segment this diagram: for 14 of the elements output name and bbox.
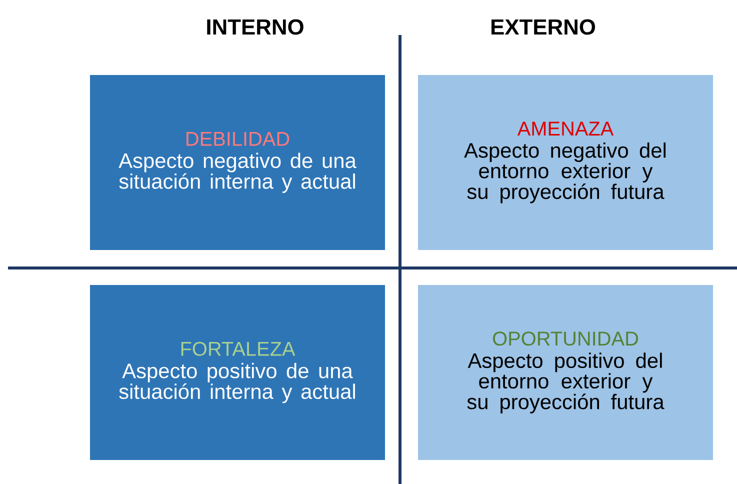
column-heading: EXTERNO	[492, 19, 596, 35]
quadrant-box	[90, 285, 385, 460]
node-label: Aspecto negativo de una situación interna y actual	[118, 152, 356, 193]
node-label: Aspecto positivo de una situación interna y actual	[119, 362, 355, 404]
quadrant-box	[418, 75, 713, 250]
node-label: FORTALEZA	[181, 342, 296, 356]
column-heading: INTERNO	[207, 19, 304, 35]
node-label: Aspecto positivo del entorno exterior y su proyección futura	[467, 352, 664, 414]
quadrant-box	[418, 285, 713, 460]
node-label: Aspecto negativo del entorno exterior y su proyección futura	[464, 142, 666, 204]
node-label: OPORTUNIDAD	[493, 332, 638, 346]
quadrant-box	[90, 75, 385, 250]
node-label: DEBILIDAD	[186, 132, 290, 146]
node-label: AMENAZA	[517, 122, 614, 136]
